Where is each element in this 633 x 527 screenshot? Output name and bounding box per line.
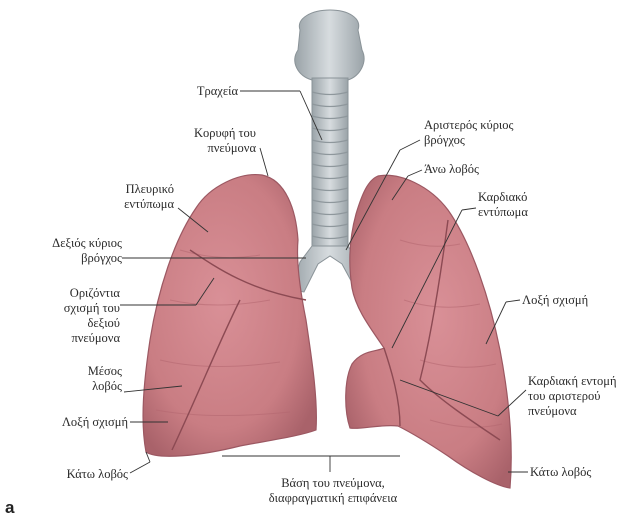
label-trachea: Τραχεία <box>160 84 238 99</box>
label-apex: Κορυφή του πνεύμονα <box>156 126 256 156</box>
trachea-shape <box>312 78 348 248</box>
label-lung-base: Βάση του πνεύμονα, διαφραγματική επιφάνε… <box>248 476 418 506</box>
larynx-shape <box>295 10 364 80</box>
label-upper-lobe: Άνω λοβός <box>424 162 514 177</box>
right-lung-shape <box>143 175 316 457</box>
label-oblique-fissure-left-lung: Λοξή σχισμή <box>522 293 612 308</box>
label-lower-lobe-right-lung: Κάτω λοβός <box>18 467 128 482</box>
label-middle-lobe: Μέσος λοβός <box>56 364 122 394</box>
left-lung-shape <box>346 175 512 488</box>
label-cardiac-notch: Καρδιακή εντομή του αριστερού πνεύμονα <box>528 374 618 419</box>
panel-letter: a <box>5 498 14 518</box>
label-pleural-impression: Πλευρικό εντύπωμα <box>90 182 174 212</box>
label-left-main-bronchus: Αριστερός κύριος βρόγχος <box>424 118 534 148</box>
label-right-main-bronchus: Δεξιός κύριος βρόγχος <box>14 236 122 266</box>
label-cardiac-impression: Καρδιακό εντύπωμα <box>478 190 568 220</box>
label-lower-lobe-left-lung: Κάτω λοβός <box>530 465 620 480</box>
label-horizontal-fissure: Οριζόντια σχισμή του δεξιού πνεύμονα <box>40 286 120 346</box>
label-oblique-fissure-right-lung: Λοξή σχισμή <box>18 415 128 430</box>
